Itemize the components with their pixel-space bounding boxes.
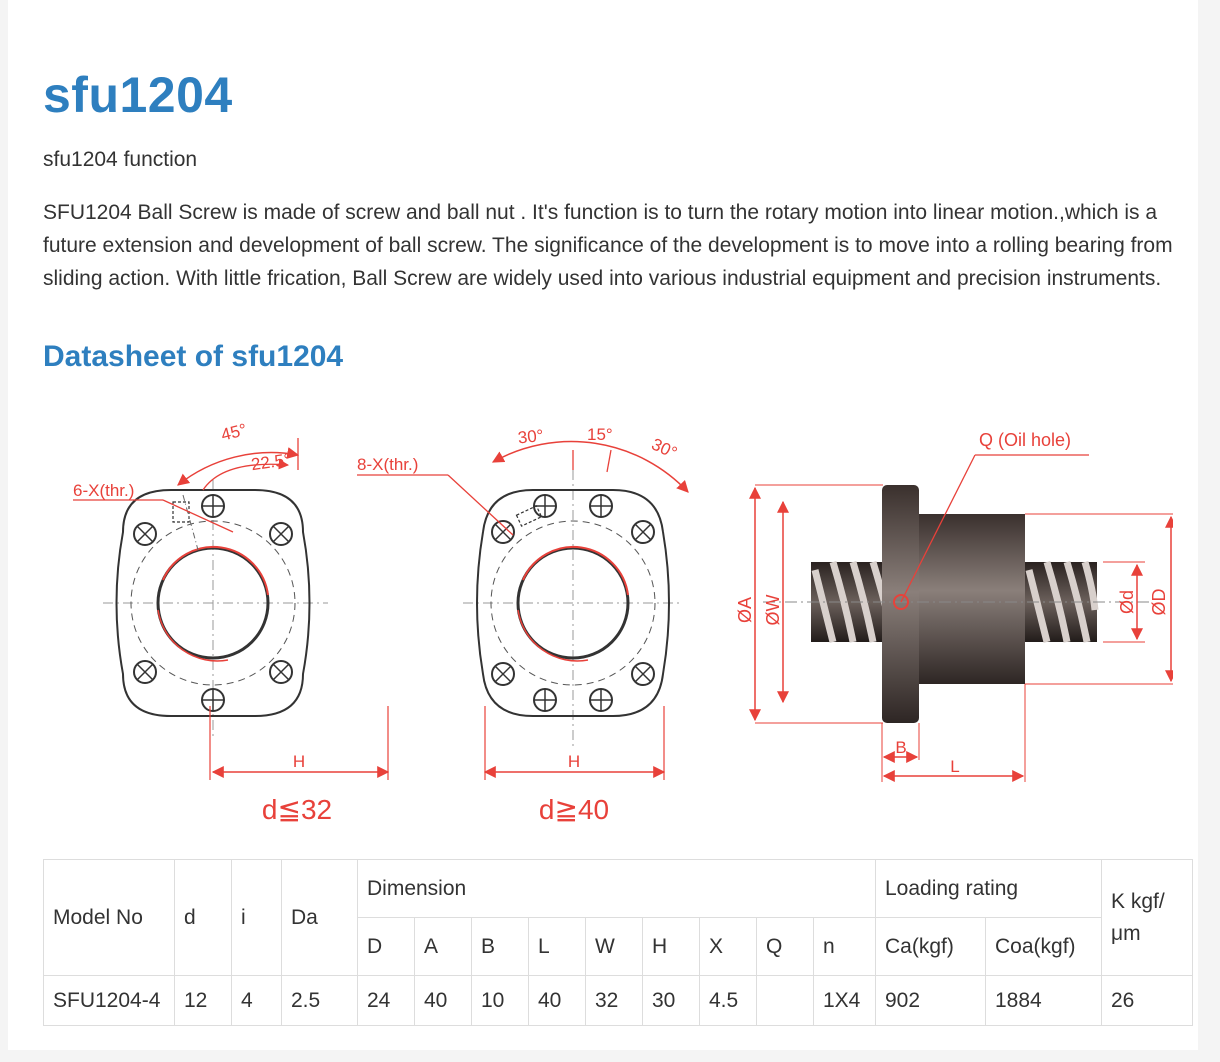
flange-view-small: 45° 22.5° 6-X(thr.) H d≦32 [73,420,390,825]
content-card: sfu1204 sfu1204 function SFU1204 Ball Sc… [8,0,1198,1050]
table-cell: 30 [642,975,700,1026]
table-cell: SFU1204-4 [43,975,175,1026]
header-loading: Loading rating [875,859,1102,918]
dim-l-label: L [950,757,959,776]
subheader-cell: X [699,917,757,976]
dim-d-label: Ød [1117,590,1137,614]
oil-hole-label: Q (Oil hole) [979,430,1071,450]
subheader-cell: Coa(kgf) [985,917,1102,976]
datasheet-title: Datasheet of sfu1204 [43,340,344,373]
dim-big-d-label: ØD [1149,588,1169,615]
angle-45-label: 45° [219,420,249,445]
table-header-row: Model No d i Da Dimension Loading rating… [43,859,1193,976]
subheader-cell: A [414,917,472,976]
flange-view-large: 30° 15° 30° 8-X(thr.) H d≧40 [357,425,689,825]
page-subtitle: sfu1204 function [43,148,198,171]
table-cell: 32 [585,975,643,1026]
nut-side-view: Q (Oil hole) ØA ØW Ød ØD B [735,430,1173,782]
subheader-cell: Ca(kgf) [875,917,986,976]
table-cell: 902 [875,975,986,1026]
dim-a-label: ØA [735,597,755,623]
angle-30-left-label: 30° [517,426,545,448]
dim-w-label: ØW [763,594,783,625]
table-cell: 12 [174,975,232,1026]
table-row: SFU1204-4 12 4 2.5 24 40 10 40 32 30 4.5… [43,975,1193,1026]
header-da: Da [281,859,358,976]
width-h-label-mid: H [568,752,580,771]
table-cell: 40 [414,975,472,1026]
table-cell: 40 [528,975,586,1026]
table-cell [756,975,814,1026]
subheader-cell: H [642,917,700,976]
subheader-cell: L [528,917,586,976]
header-d: d [174,859,232,976]
subheader-cell: B [471,917,529,976]
table-cell: 10 [471,975,529,1026]
dim-b-label: B [895,738,906,757]
table-cell: 24 [357,975,415,1026]
spec-table: Model No d i Da Dimension Loading rating… [43,859,1193,1026]
table-cell: 26 [1101,975,1193,1026]
header-i: i [231,859,282,976]
subheader-cell: Q [756,917,814,976]
hole-count-6-label: 6-X(thr.) [73,481,134,500]
technical-drawing: 45° 22.5° 6-X(thr.) H d≦32 [73,420,1173,825]
page-title: sfu1204 [43,67,233,123]
product-description: SFU1204 Ball Screw is made of screw and … [43,201,1173,290]
table-subheader-row: D A B L W H X Q n Ca(kgf) Coa(kgf) [44,917,1193,976]
table-cell: 4.5 [699,975,757,1026]
angle-15-label: 15° [587,425,613,444]
subheader-cell: W [585,917,643,976]
hole-count-8-label: 8-X(thr.) [357,455,418,474]
table-cell: 1X4 [813,975,876,1026]
subheader-cell: D [357,917,415,976]
angle-30-right-label: 30° [649,434,680,462]
table-cell: 4 [231,975,282,1026]
large-diameter-caption: d≧40 [539,794,609,825]
subheader-cell: n [813,917,876,976]
small-diameter-caption: d≦32 [262,794,332,825]
table-cell: 2.5 [281,975,358,1026]
width-h-label-left: H [293,752,305,771]
header-model: Model No [43,859,175,976]
header-k: K kgf/ μm [1101,859,1193,976]
table-cell: 1884 [985,975,1102,1026]
header-dimension: Dimension [357,859,876,918]
